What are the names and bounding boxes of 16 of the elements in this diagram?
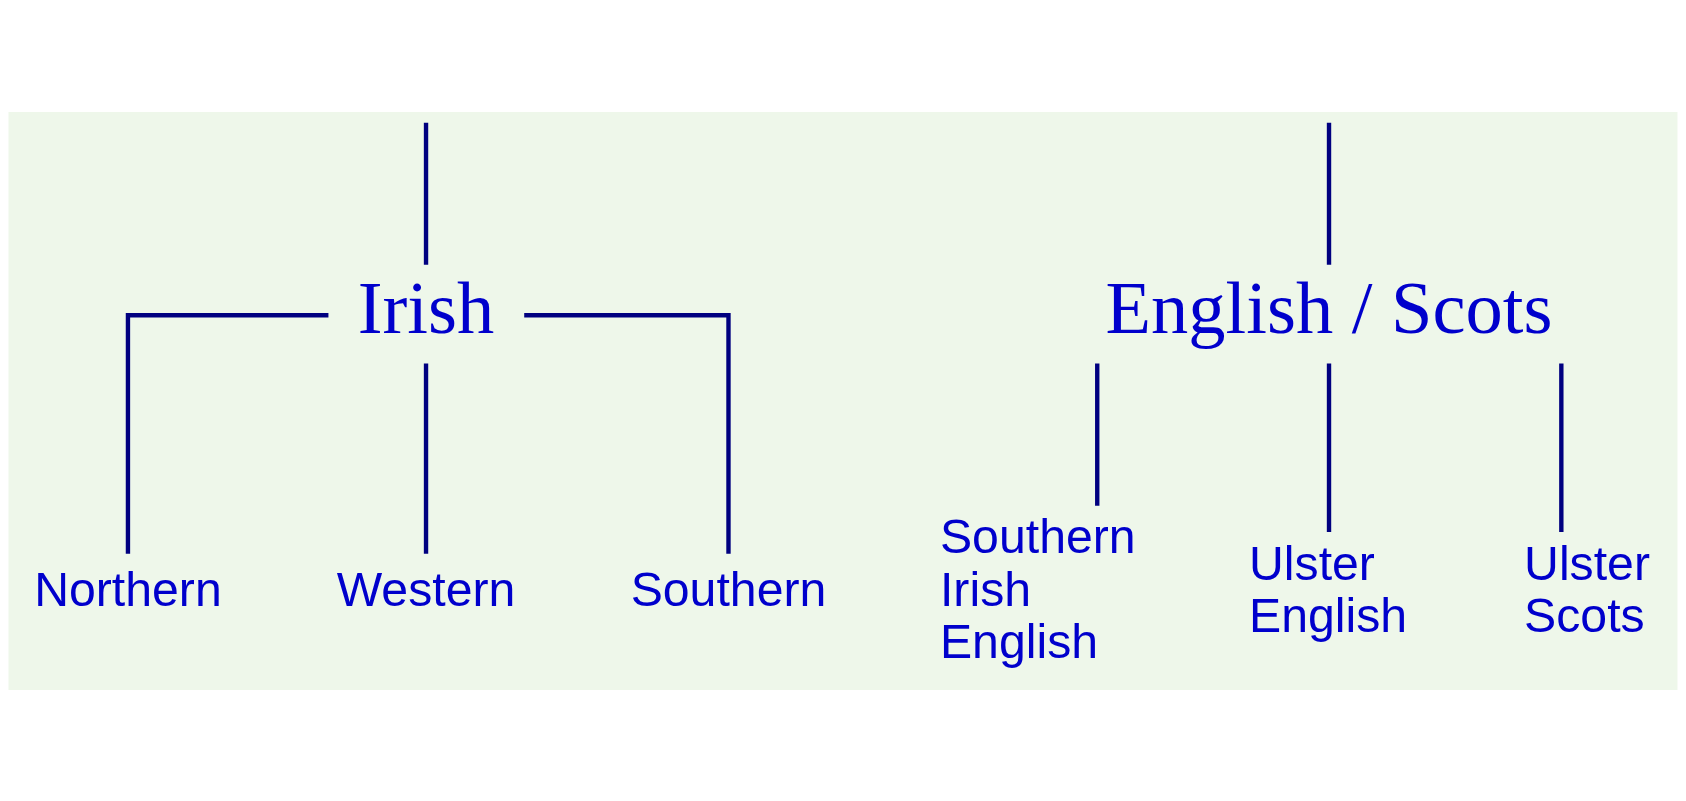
node-text: Northern: [34, 561, 222, 616]
connector: [125, 312, 329, 554]
node-text: Ulster Scots: [1524, 535, 1650, 642]
connector: [1326, 122, 1332, 265]
node-text: Ulster English: [1249, 535, 1408, 642]
node-text: Western: [336, 561, 516, 616]
node-text: English / Scots: [1105, 266, 1553, 349]
connector: [1559, 362, 1564, 532]
node-text: Southern: [630, 561, 827, 616]
connector: [1095, 362, 1100, 506]
connector: [1326, 362, 1332, 532]
node-text: Southern Irish English: [939, 508, 1136, 668]
connector: [524, 312, 731, 554]
connector: [423, 122, 429, 265]
node-text: Irish: [357, 266, 495, 349]
connector: [423, 362, 429, 554]
